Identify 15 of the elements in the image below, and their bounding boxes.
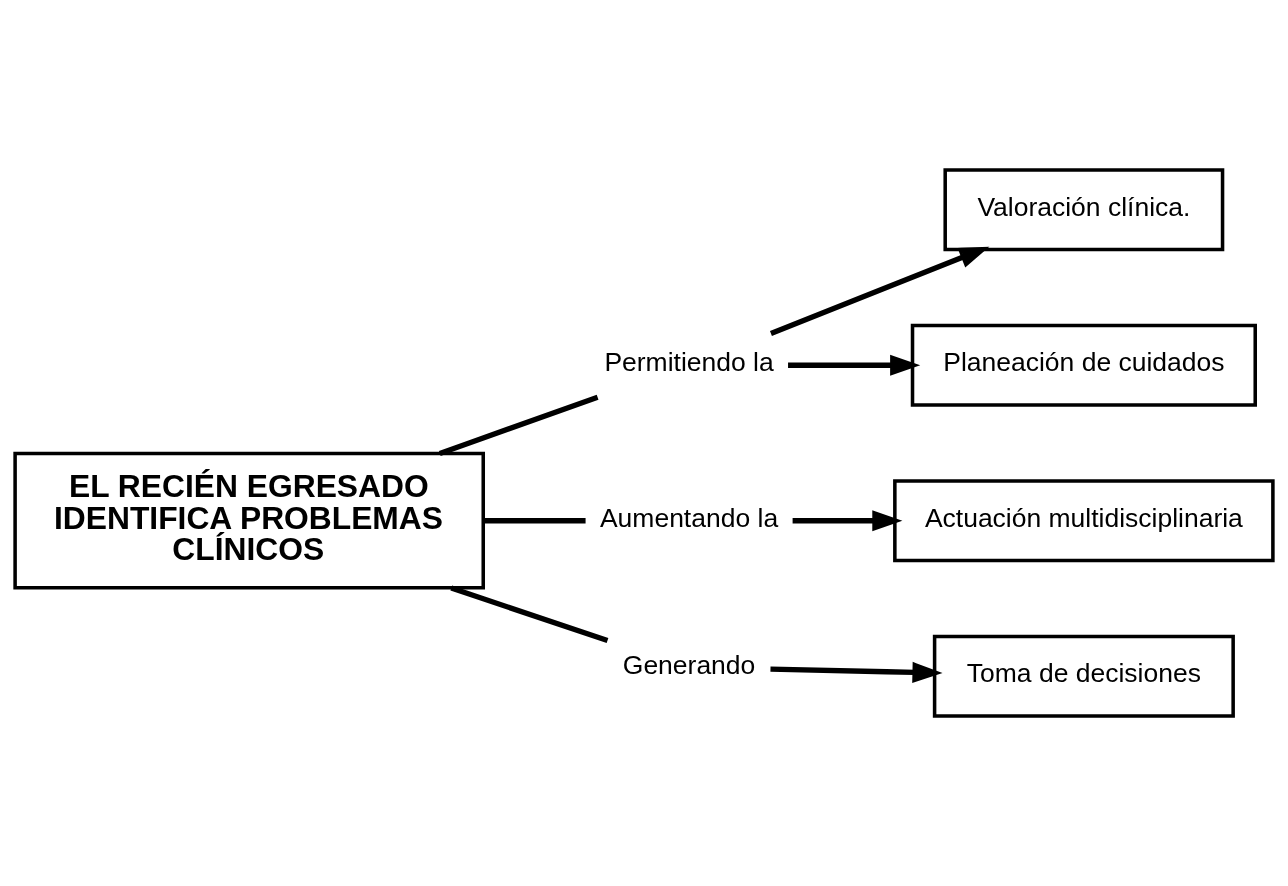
node-text: Aumentando la <box>599 502 779 533</box>
node-text: Generando <box>622 649 756 680</box>
node-box: Actuación multidisciplinaria <box>893 479 1275 563</box>
arrow <box>792 510 903 532</box>
node-box: Valoración clínica. <box>943 168 1225 252</box>
node-box: Toma de decisiones <box>932 634 1235 718</box>
connector <box>438 394 599 456</box>
arrow <box>788 354 921 376</box>
arrow <box>770 661 943 683</box>
node-box: Planeación de cuidados <box>910 323 1257 407</box>
connector <box>483 518 586 524</box>
node-text: Permitiendo la <box>604 347 774 378</box>
arrow <box>769 246 990 336</box>
node-box: EL RECIÉN EGRESADO IDENTIFICA PROBLEMAS CLÍNICOS <box>13 451 485 590</box>
connector <box>450 585 609 644</box>
